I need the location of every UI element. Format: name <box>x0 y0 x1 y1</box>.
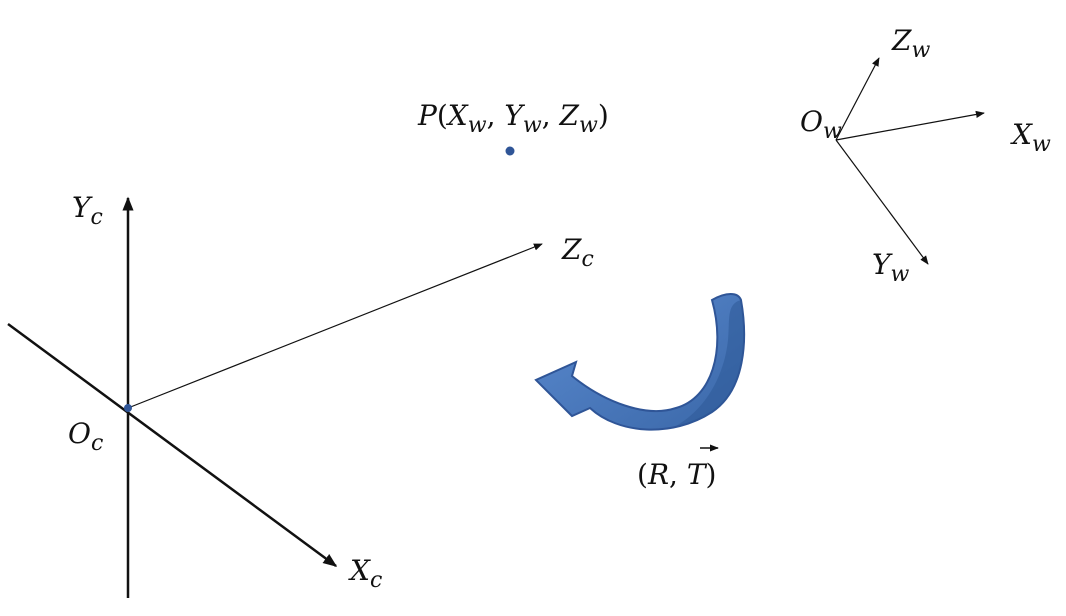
world-x-label: Xw <box>1010 118 1051 157</box>
camera-y-label: Yc <box>72 191 103 230</box>
world-frame: Zw Ow Xw Yw <box>800 24 1051 287</box>
camera-z-label: Zc <box>561 233 594 272</box>
camera-z-axis <box>127 243 543 409</box>
camera-x-axis <box>7 322 338 568</box>
world-point: P(Xw, Yw, Zw) <box>417 99 609 156</box>
camera-origin-dot <box>124 404 132 412</box>
world-y-axis <box>835 139 929 265</box>
camera-origin-label: Oc <box>68 417 103 456</box>
camera-frame: Yc Zc Oc Xc <box>7 191 594 598</box>
world-origin-label: Ow <box>800 105 842 144</box>
world-y-label: Yw <box>872 248 909 287</box>
camera-x-label: Xc <box>348 554 382 593</box>
world-z-label: Zw <box>891 24 930 63</box>
svg-text:(R, T): (R, T) <box>637 458 716 491</box>
world-x-axis <box>835 110 985 141</box>
transform-arrow <box>534 293 746 431</box>
point-dot <box>505 146 515 156</box>
point-label: P(Xw, Yw, Zw) <box>417 99 609 138</box>
transform-label: (R, T) <box>637 444 719 491</box>
curved-arrow-shade <box>676 300 745 426</box>
world-z-axis <box>835 57 880 141</box>
